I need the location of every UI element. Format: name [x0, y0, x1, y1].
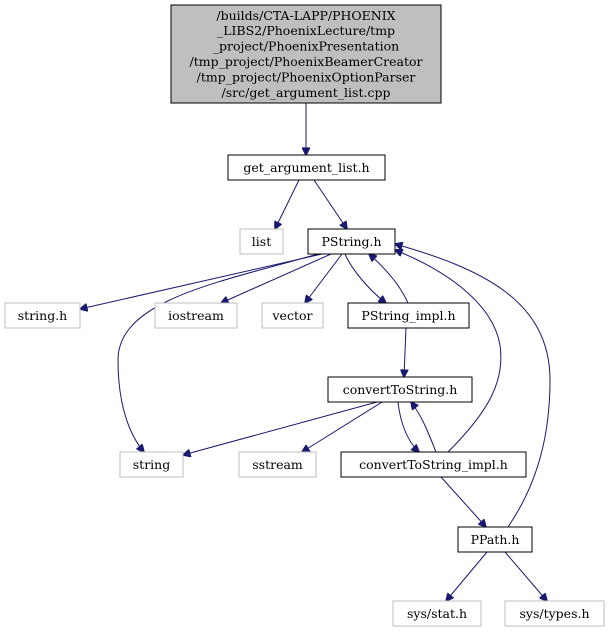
edge-get_argument_list_h-to-pstring_h	[313, 179, 347, 229]
node-box-string_h	[4, 302, 81, 329]
node-label-root-line-4: /tmp_project/PhoenixOptionParser	[197, 69, 416, 84]
edge-ppath_h-to-sys_types_h	[504, 551, 547, 601]
node-box-ppath_h	[457, 526, 533, 553]
node-label-iostream-line-0: iostream	[168, 308, 224, 323]
node-box-pstring_h	[307, 228, 396, 255]
edge-pstring_h-to-iostream	[221, 253, 332, 303]
node-box-root	[170, 4, 442, 104]
node-box-sstream	[238, 451, 317, 478]
node-label-root-line-3: /tmp_project/PhoenixBeamerCreator	[189, 54, 422, 69]
edge-converttostring_impl_h-to-ppath_h	[440, 476, 486, 527]
node-label-string_h-line-0: string.h	[18, 308, 68, 323]
node-label-sstream-line-0: sstream	[252, 457, 303, 472]
edge-pstring_h-to-string_h	[80, 253, 323, 309]
node-label-list-line-0: list	[252, 234, 271, 249]
edge-get_argument_list_h-to-list	[275, 179, 300, 229]
node-box-pstring_impl_h	[347, 302, 470, 329]
node-box-sys_types_h	[504, 600, 605, 627]
edge-pstring_h-to-string	[117, 253, 319, 452]
node-label-root-line-2: _project/PhoenixPresentation	[213, 39, 399, 54]
node-list: list	[239, 228, 284, 255]
node-label-pstring_impl_h-line-0: PString_impl.h	[361, 308, 455, 323]
edge-ppath_h-to-sys_stat_h	[446, 551, 488, 601]
edge-converttostring_impl_h-to-pstring_h	[395, 250, 502, 453]
node-box-list	[239, 228, 284, 255]
edges-layer	[80, 103, 551, 601]
nodes-layer: /builds/CTA-LAPP/PHOENIX_LIBS2/PhoenixLe…	[4, 4, 605, 627]
node-converttostring_impl_h[interactable]: convertToString_impl.h	[340, 451, 527, 478]
edge-ppath_h-to-pstring_h	[395, 244, 551, 528]
node-vector: vector	[261, 302, 324, 329]
node-label-ppath_h-line-0: PPath.h	[471, 532, 520, 547]
edge-pstring_h-to-vector	[305, 253, 343, 303]
node-box-converttostring_h	[327, 376, 473, 403]
node-ppath_h[interactable]: PPath.h	[457, 526, 533, 553]
node-box-string	[119, 451, 184, 478]
node-label-pstring_h-line-0: PString.h	[321, 234, 381, 249]
node-label-get_argument_list_h-line-0: get_argument_list.h	[243, 160, 369, 175]
node-pstring_h[interactable]: PString.h	[307, 228, 396, 255]
node-sys_stat_h: sys/stat.h	[392, 600, 482, 627]
node-label-converttostring_impl_h-line-0: convertToString_impl.h	[359, 457, 508, 472]
node-label-string-line-0: string	[133, 457, 170, 472]
edge-converttostring_h-to-converttostring_impl_h	[397, 401, 419, 452]
node-box-sys_stat_h	[392, 600, 482, 627]
node-box-get_argument_list_h	[227, 154, 386, 181]
edge-converttostring_impl_h-to-converttostring_h	[411, 402, 437, 453]
edge-pstring_h-to-pstring_impl_h	[344, 253, 386, 303]
edge-converttostring_h-to-string	[183, 401, 378, 455]
node-label-root-line-5: /src/get_argument_list.cpp	[222, 85, 391, 100]
node-label-vector-line-0: vector	[272, 308, 313, 323]
node-iostream: iostream	[154, 302, 238, 329]
node-label-sys_types_h-line-0: sys/types.h	[519, 606, 589, 621]
edge-pstring_impl_h-to-converttostring_h	[404, 327, 406, 377]
node-box-iostream	[154, 302, 238, 329]
node-root[interactable]: /builds/CTA-LAPP/PHOENIX_LIBS2/PhoenixLe…	[170, 4, 442, 104]
node-label-root-line-1: _LIBS2/PhoenixLecture/tmp	[217, 23, 395, 38]
node-get_argument_list_h[interactable]: get_argument_list.h	[227, 154, 386, 181]
node-converttostring_h[interactable]: convertToString.h	[327, 376, 473, 403]
node-label-sys_stat_h-line-0: sys/stat.h	[407, 606, 467, 621]
node-box-vector	[261, 302, 324, 329]
node-label-converttostring_h-line-0: convertToString.h	[343, 382, 458, 397]
node-string: string	[119, 451, 184, 478]
node-sstream: sstream	[238, 451, 317, 478]
edge-converttostring_h-to-sstream	[302, 401, 383, 452]
node-string_h: string.h	[4, 302, 81, 329]
edge-pstring_impl_h-to-pstring_h	[369, 254, 409, 304]
node-pstring_impl_h[interactable]: PString_impl.h	[347, 302, 470, 329]
node-sys_types_h: sys/types.h	[504, 600, 605, 627]
node-label-root-line-0: /builds/CTA-LAPP/PHOENIX	[216, 8, 395, 23]
node-box-converttostring_impl_h	[340, 451, 527, 478]
